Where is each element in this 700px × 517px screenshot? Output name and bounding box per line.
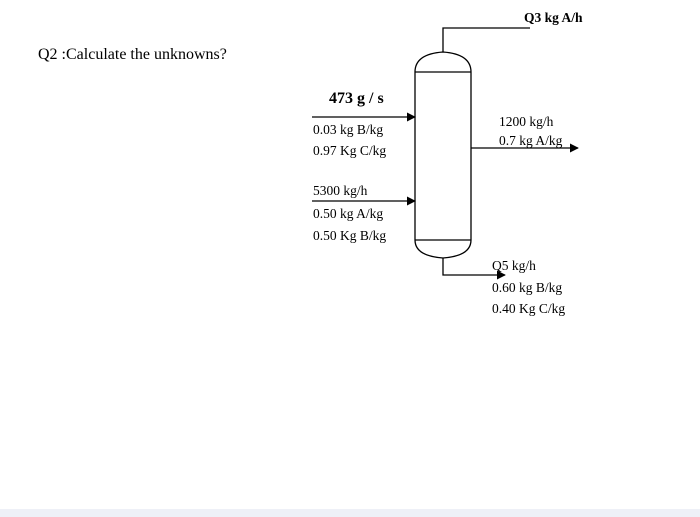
question-text: Q2 :Calculate the unknowns?: [38, 46, 227, 63]
top-outlet-line: [442, 27, 530, 52]
bottom-outlet-flow: Q5 kg/h: [492, 258, 536, 273]
bottom-outlet-comp2: 0.40 Kg C/kg: [492, 301, 565, 316]
feed1-flow: 473 g / s: [329, 90, 384, 107]
column-vessel: [414, 51, 472, 259]
feed2-comp2: 0.50 Kg B/kg: [313, 228, 386, 243]
feed1-comp1: 0.03 kg B/kg: [313, 122, 383, 137]
top-outlet-label: Q3 kg A/h: [524, 10, 583, 25]
feed2-flow: 5300 kg/h: [313, 183, 368, 198]
side-outlet-flow: 1200 kg/h: [499, 114, 554, 129]
bottom-outlet-arrow: [442, 258, 506, 280]
feed2-comp1: 0.50 kg A/kg: [313, 206, 383, 221]
side-outlet-comp1: 0.7 kg A/kg: [499, 133, 563, 148]
bottom-band: [0, 509, 700, 517]
feed1-comp2: 0.97 Kg C/kg: [313, 143, 386, 158]
bottom-outlet-comp1: 0.60 kg B/kg: [492, 280, 562, 295]
